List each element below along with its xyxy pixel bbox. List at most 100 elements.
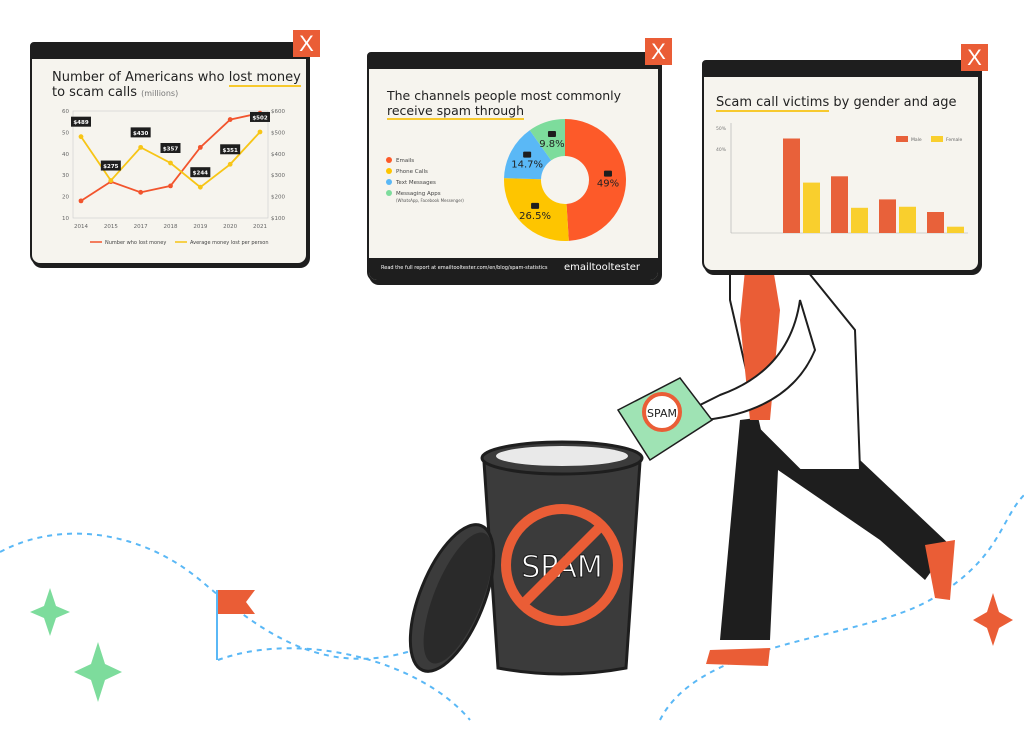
y-tick-label: 30 [62,173,69,179]
data-label-box [71,116,91,127]
x-tick-label: 2021 [253,224,267,230]
y2-tick-label: $500 [271,130,285,136]
data-label: $502 [252,115,267,121]
bar-chart: 40% 50% Male Female [716,123,968,234]
bar [927,212,944,233]
data-label: $351 [223,148,238,154]
window-titlebar [704,62,978,77]
data-point [138,144,144,150]
spam-envelope: SPAM [616,377,714,462]
chat-icon [547,131,556,138]
data-point [108,178,114,183]
close-button[interactable]: X [961,44,988,71]
footer-band: Read the full report at emailtooltester.… [369,258,658,280]
data-point [197,184,203,190]
y-tick-label: 40% [716,147,727,153]
close-button[interactable]: X [293,30,320,57]
x-tick-label: 2015 [104,224,118,230]
donut-slice [529,119,565,161]
trash-lid [408,523,496,673]
sparkle-icon [74,642,122,702]
slice-label: 49% [597,179,619,190]
data-point [138,189,144,195]
y-tick-label: 40 [62,152,69,158]
legend-label: Emails [396,158,414,164]
title-highlight: Scam call victims [716,95,830,112]
series-line-1 [80,131,261,189]
line-chart-window: Number of Americans who lost money to sc… [30,42,308,265]
title-text: by gender and age [829,95,957,110]
data-point [227,161,233,167]
y-tick-label: 50% [716,126,727,132]
data-label-box [130,127,151,138]
legend-label: Male [911,137,922,143]
sparkle-icon [30,588,70,636]
footer-link[interactable]: Read the full report at emailtooltester.… [381,265,548,271]
bar [851,207,868,233]
y-tick-label: 50 [62,130,69,136]
data-point [168,160,173,166]
y2-tick-label: $400 [271,152,285,158]
legend-swatch [386,157,392,163]
envelope-icon [603,170,612,177]
legend-swatch [386,179,392,185]
x-tick-label: 2014 [74,224,88,230]
dashed-path [217,647,471,721]
legend-swatch [386,190,392,196]
close-button[interactable]: X [645,38,672,65]
bar [899,206,916,233]
donut-slice [565,119,626,241]
dashed-path [0,532,441,660]
title-highlight: lost money [228,70,301,87]
y2-tick-label: $300 [271,173,285,179]
sparkle-icon [973,593,1013,646]
data-point [168,183,173,189]
x-tick-label: 2017 [134,224,148,230]
data-label: $275 [103,164,118,170]
x-tick-label: 2020 [223,224,237,230]
x-tick-label: 2018 [164,224,178,230]
legend-label: Messaging Apps [396,191,441,197]
legend-swatch [896,136,908,142]
legend-label: Phone Calls [396,169,428,175]
title-highlight: receive spam through [387,103,525,120]
data-label-box [220,144,241,155]
dashed-path [659,494,1024,721]
title-text: to scam calls [52,85,137,100]
legend-label: Average money lost per person [190,240,268,246]
data-label-box [100,160,121,171]
line-chart: 102030405060$100$200$300$400$500$6002014… [62,109,285,246]
legend-label: Female [946,137,963,143]
y-tick-label: 20 [62,195,69,201]
legend-swatch [931,136,943,142]
y-tick-label: 60 [62,109,69,115]
chart-title: Scam call victims by gender and age [716,95,957,112]
legend-swatch [386,168,392,174]
legend-label: Text Messages [395,180,436,186]
legend-label: Number who lost money [105,240,166,246]
data-point [197,144,203,150]
title-unit: (millions) [141,89,179,98]
x-tick-label: 2019 [193,224,207,230]
brand-logo: emailtooltester [564,262,640,273]
chart-title: Number of Americans who lost money to sc… [52,70,301,101]
data-point [78,198,84,204]
bar [803,182,820,233]
data-label: $357 [163,147,178,153]
y2-tick-label: $200 [271,195,285,201]
bar-chart-window: Scam call victims by gender and age 40% 5… [702,60,980,272]
chart-title: The channels people most commonly receiv… [387,88,621,120]
bar [783,138,800,233]
donut-slice [504,178,569,241]
data-label-box [190,167,211,178]
title-text: Number of Americans who [52,70,229,85]
plot-area [72,110,269,219]
data-label: $489 [73,120,88,126]
data-point [257,129,263,135]
envelope-label: SPAM [647,407,677,420]
y-tick-label: 10 [62,216,69,222]
phone-icon [531,202,540,209]
data-point [227,117,233,122]
window-titlebar [32,44,306,59]
slice-label: 14.7% [511,160,543,171]
